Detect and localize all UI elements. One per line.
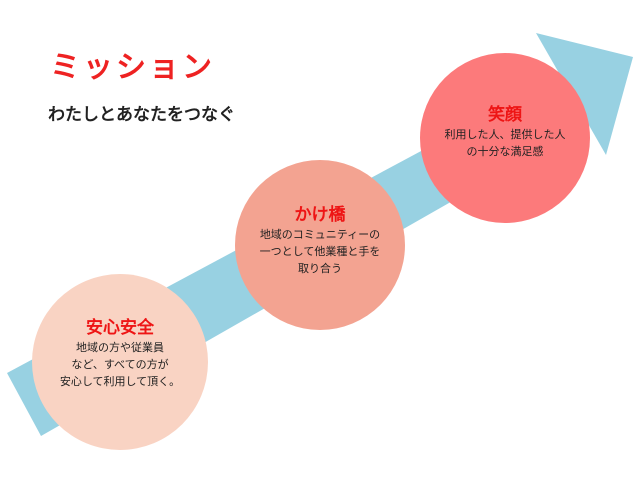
arrow-head [536, 33, 633, 155]
page-subtitle: わたしとあなたをつなぐ [48, 105, 235, 125]
step-description: 地域のコミュニティーの 一つとして他業種と手を 取り合う [259, 227, 381, 275]
step-description: 利用した人、提供した人 の十分な満足感 [444, 128, 566, 158]
step-circle-safety: 安心安全 地域の方や従業員 など、すべての方が 安心して利用して頂く。 [32, 274, 208, 450]
step-circle-smile: 笑顔 利用した人、提供した人 の十分な満足感 [420, 53, 590, 223]
step-circle-bridge: かけ橋 地域のコミュニティーの 一つとして他業種と手を 取り合う [235, 160, 405, 330]
step-heading: 笑顔 [488, 105, 522, 125]
step-description: 地域の方や従業員 など、すべての方が 安心して利用して頂く。 [59, 340, 181, 388]
step-heading: 安心安全 [86, 317, 154, 338]
page-title: ミッション [50, 50, 215, 85]
step-heading: かけ橋 [294, 204, 346, 225]
